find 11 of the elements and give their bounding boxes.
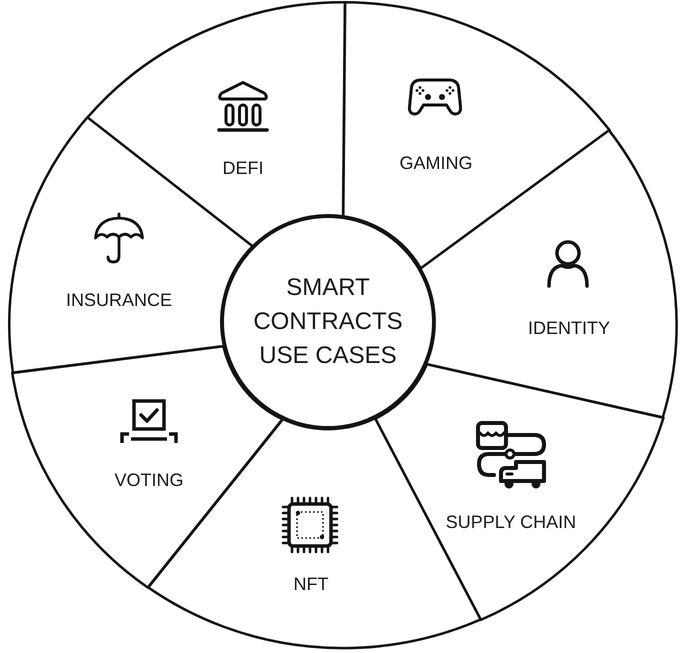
- wheel-segment: [374, 362, 664, 621]
- segment-label: DEFI: [222, 158, 264, 178]
- wheel-segment: [342, 0, 611, 270]
- segment-label: INSURANCE: [66, 290, 172, 310]
- wheel-segment: [86, 0, 346, 248]
- segment-label: GAMING: [399, 152, 472, 173]
- segment-label: SUPPLY CHAIN: [446, 512, 576, 532]
- segment-label: NFT: [293, 574, 328, 594]
- center-label: SMART CONTRACTS USE CASES: [252, 273, 404, 371]
- segment-label: IDENTITY: [528, 318, 610, 338]
- segment-label: VOTING: [114, 470, 184, 490]
